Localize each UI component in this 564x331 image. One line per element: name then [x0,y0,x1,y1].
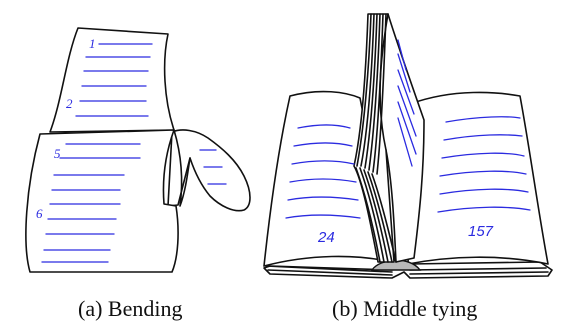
paper-curl [167,129,251,212]
line-number-2: 2 [66,96,73,111]
line-number-6: 6 [36,206,43,221]
line-number-1: 1 [89,36,96,51]
bending-illustration: 1 2 5 6 [25,27,251,273]
paper-lower-sheet [25,129,179,273]
book-illustration: 24 157 [263,13,553,279]
line-number-5: 5 [54,146,61,161]
paper-upper-flap [49,27,175,133]
right-page-number: 157 [468,223,494,240]
caption-bending: (a) Bending [78,296,183,321]
caption-middle-tying: (b) Middle tying [332,296,478,321]
left-page-number: 24 [317,229,335,246]
paper-crease [173,129,191,207]
